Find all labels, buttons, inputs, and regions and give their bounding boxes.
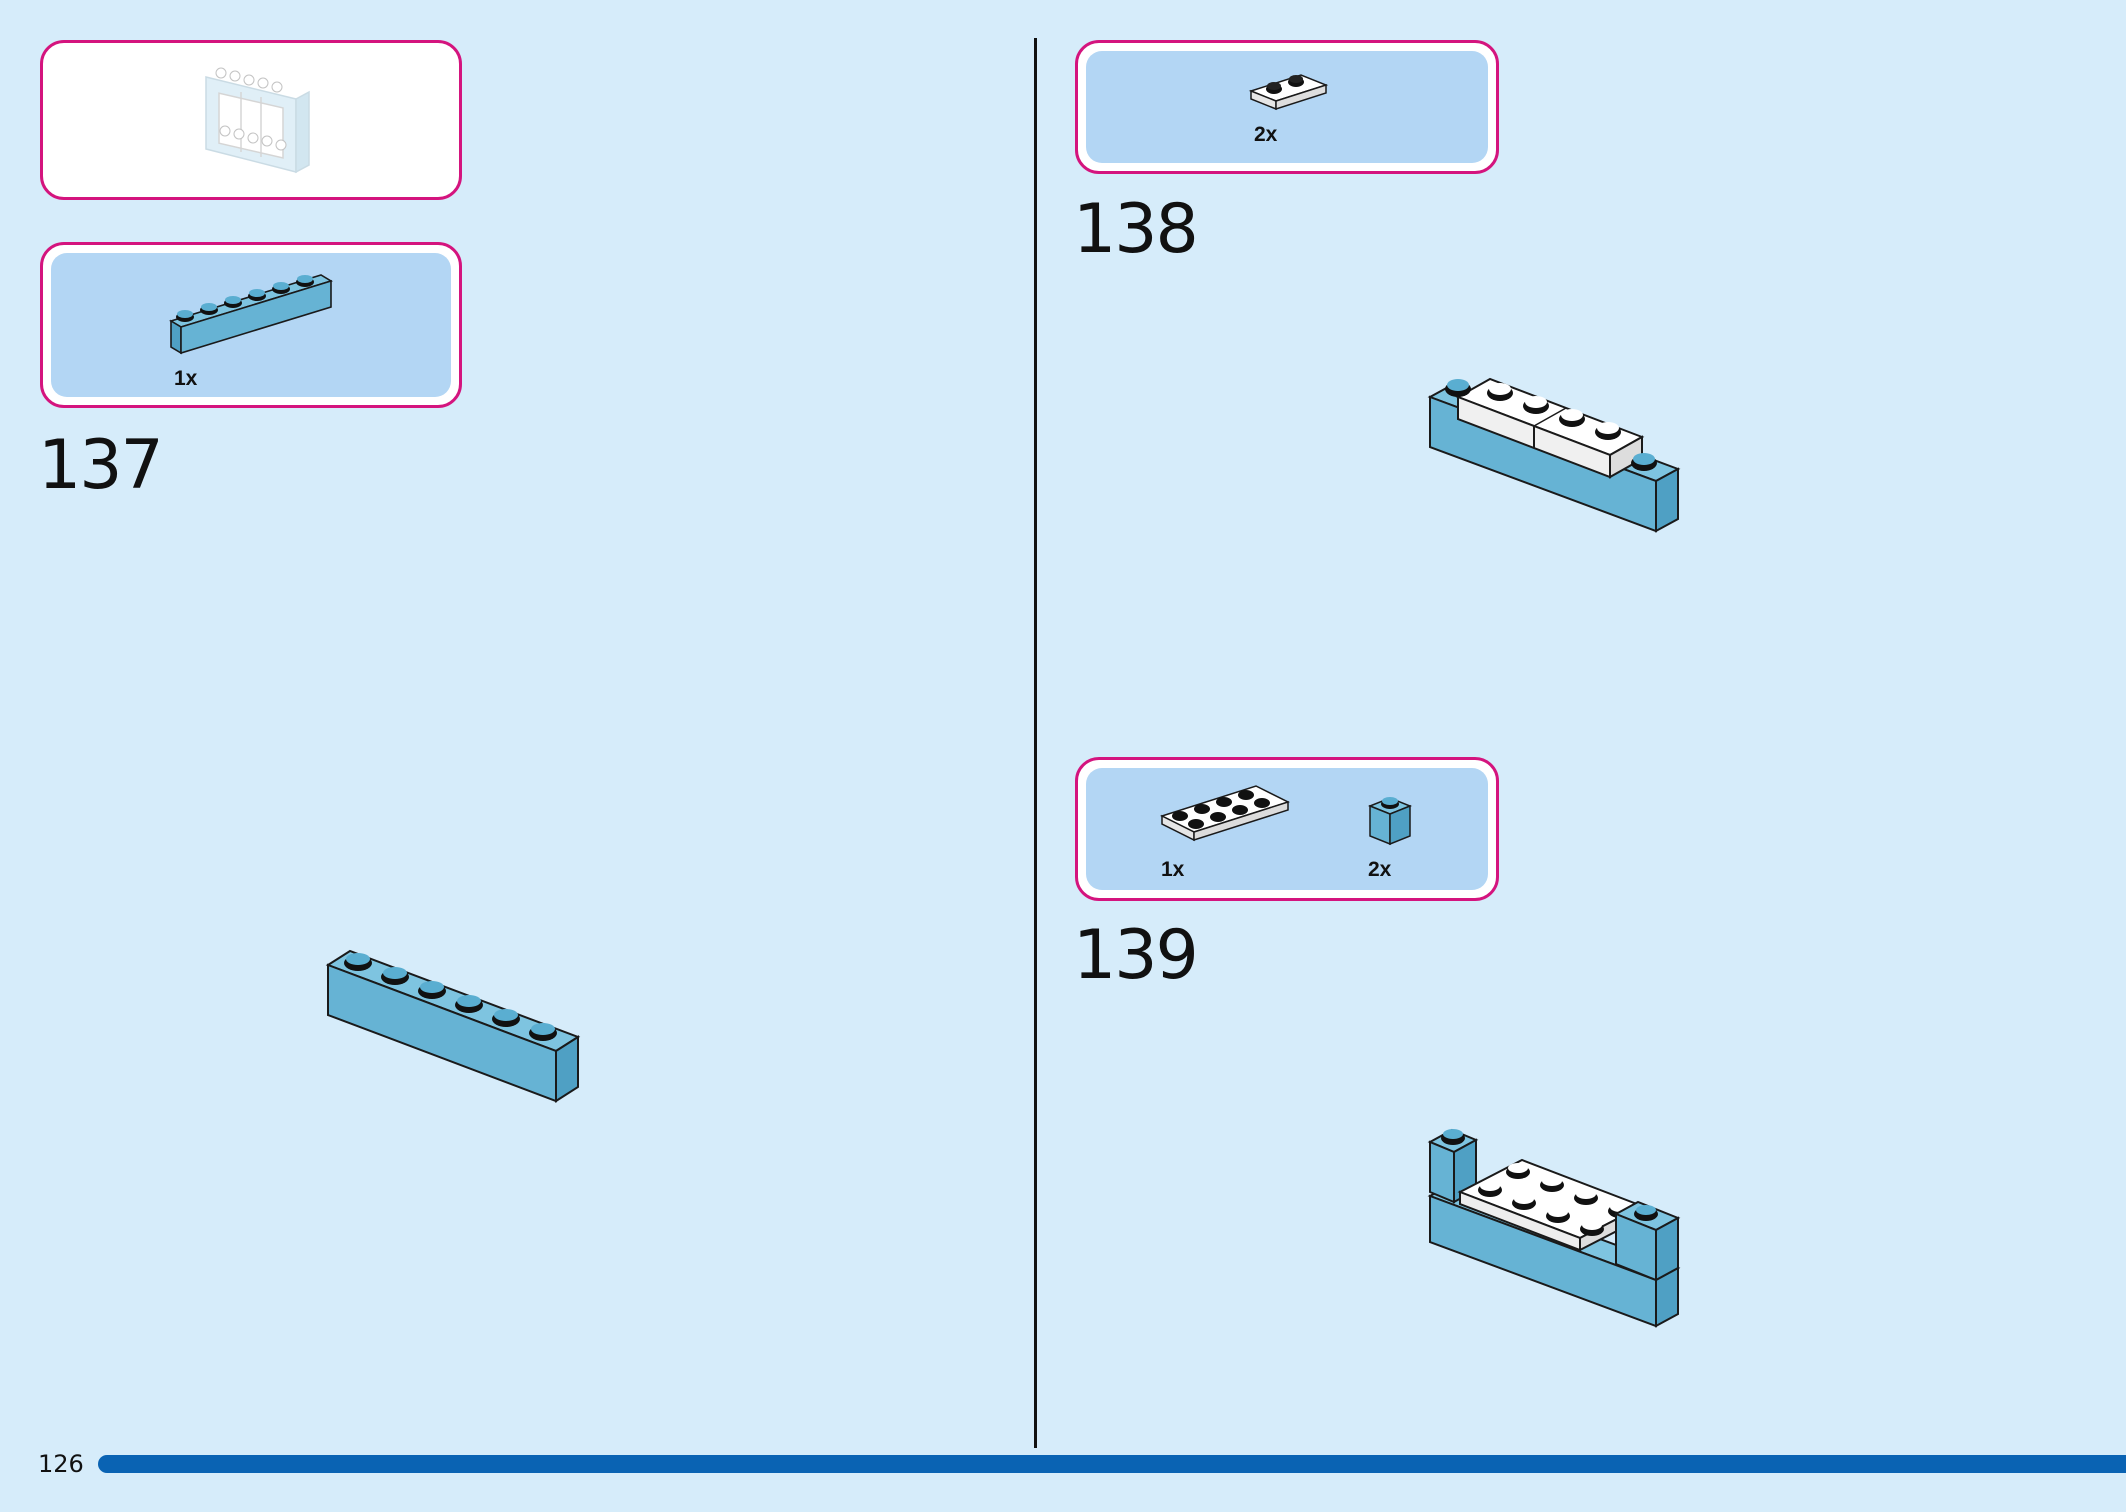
plate-1x2-rail-icon [1248,74,1329,111]
step-139-model [1427,1128,1681,1328]
submodel-preview-icon [205,67,310,174]
part-quantity: 2x [1254,123,1278,146]
step-138-model [1427,377,1681,533]
part-quantity: 2x [1368,858,1392,881]
parts-list-step-138: 2x [1075,40,1499,174]
parts-list-inner: 1x 2x [1086,768,1488,890]
step-number-138: 138 [1073,190,1199,269]
brick-1x1-icon [1367,797,1413,846]
submodel-reference-box [40,40,462,200]
parts-list-inner: 2x [1086,51,1488,163]
parts-list-step-137: 1x [40,242,462,408]
submodel-reference-inner [51,51,451,189]
plate-2x4-icon [1160,785,1290,842]
part-quantity: 1x [1161,858,1185,881]
parts-list-inner: 1x [51,253,451,397]
page-number: 126 [38,1450,84,1478]
step-number-139: 139 [1073,916,1199,995]
page-divider [1034,38,1037,1448]
step-number-137: 137 [38,426,164,505]
progress-bar [98,1455,2126,1473]
step-137-model [325,949,581,1103]
parts-list-step-139: 1x 2x [1075,757,1499,901]
part-quantity: 1x [174,367,198,390]
brick-1x6-icon [169,274,333,355]
